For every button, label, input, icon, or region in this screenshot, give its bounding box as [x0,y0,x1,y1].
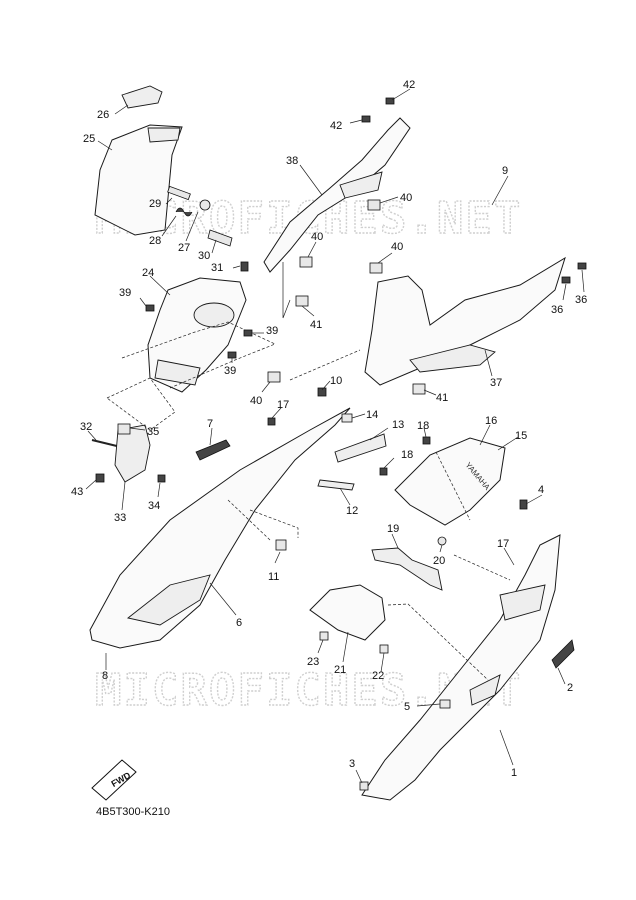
callout-39a: 39 [119,287,131,299]
part-6-lower-cover [89,407,351,649]
callout-29: 29 [149,198,161,210]
callout-13: 13 [392,419,404,431]
parts-2-3-4-5 [359,499,575,791]
callout-37: 37 [490,377,502,389]
callout-17a: 17 [277,399,289,411]
callout-34: 34 [148,500,160,512]
callouts: 1 2 3 4 5 6 7 8 9 10 11 12 13 14 15 16 1… [71,79,587,784]
callout-21: 21 [334,664,346,676]
callout-20: 20 [433,555,445,567]
part-16-tail-cap: YAMAHA [394,437,506,526]
part-24-bracket [147,277,247,393]
callout-25: 25 [83,133,95,145]
callout-18b: 18 [401,449,413,461]
callout-18a: 18 [417,420,429,432]
callout-10: 10 [330,375,342,387]
callout-9: 9 [502,165,508,177]
bolts-42-and-clips-40-41 [267,97,426,395]
callout-40b: 40 [311,231,323,243]
assembly-guides [227,451,511,681]
callout-28: 28 [149,235,161,247]
callout-41a: 41 [310,319,322,331]
callout-7: 7 [207,418,213,430]
callout-5: 5 [404,701,410,713]
part-1-lower-side-cover [361,534,561,801]
callout-16: 16 [485,415,497,427]
callout-27: 27 [178,242,190,254]
callout-30: 30 [198,250,210,262]
callout-31: 31 [211,262,223,274]
callout-12: 12 [346,505,358,517]
callout-8: 8 [102,670,108,682]
callout-41b: 41 [436,392,448,404]
callout-22: 22 [372,670,384,682]
fwd-direction-badge: FWD [91,759,137,801]
rail-38-guide [282,262,291,319]
callout-33: 33 [114,512,126,524]
parts-27-31-hardware [167,185,249,272]
parts-7-10-11-17 [195,387,327,551]
diagram-code: 4B5T300-K210 [96,806,170,818]
panel-37-guide [289,349,361,381]
callout-15: 15 [515,430,527,442]
callout-43: 43 [71,486,83,498]
callout-40a: 40 [400,192,412,204]
callout-11: 11 [268,571,279,583]
parts-12-13-14 [317,413,387,491]
callout-2: 2 [567,682,573,694]
part-38-rail [263,117,411,273]
callout-14: 14 [366,409,378,421]
callout-39c: 39 [224,365,236,377]
callout-36a: 36 [575,294,587,306]
parts-18-19-20 [371,436,447,591]
callout-40c: 40 [391,241,403,253]
callout-32: 32 [80,421,92,433]
part-25-cover [94,124,183,236]
callout-24: 24 [142,267,154,279]
callout-36b: 36 [551,304,563,316]
callout-1: 1 [511,767,517,779]
callout-3: 3 [349,758,355,770]
callout-38: 38 [286,155,298,167]
bolts-36 [561,262,587,284]
callout-40d: 40 [250,395,262,407]
callout-17b: 17 [497,538,509,550]
part-21-center [309,584,389,654]
callout-42b: 42 [330,120,342,132]
callout-26: 26 [97,109,109,121]
parts-32-35-43 [91,423,166,483]
callout-19: 19 [387,523,399,535]
bracket-35-outline [106,377,176,431]
callout-35: 35 [147,426,159,438]
part-26-cap [121,85,163,109]
callout-39b: 39 [266,325,278,337]
callout-23: 23 [307,656,319,668]
callout-4: 4 [538,484,544,496]
callout-6: 6 [236,617,242,629]
part-37-side-panel [364,256,566,386]
callout-42a: 42 [403,79,415,91]
